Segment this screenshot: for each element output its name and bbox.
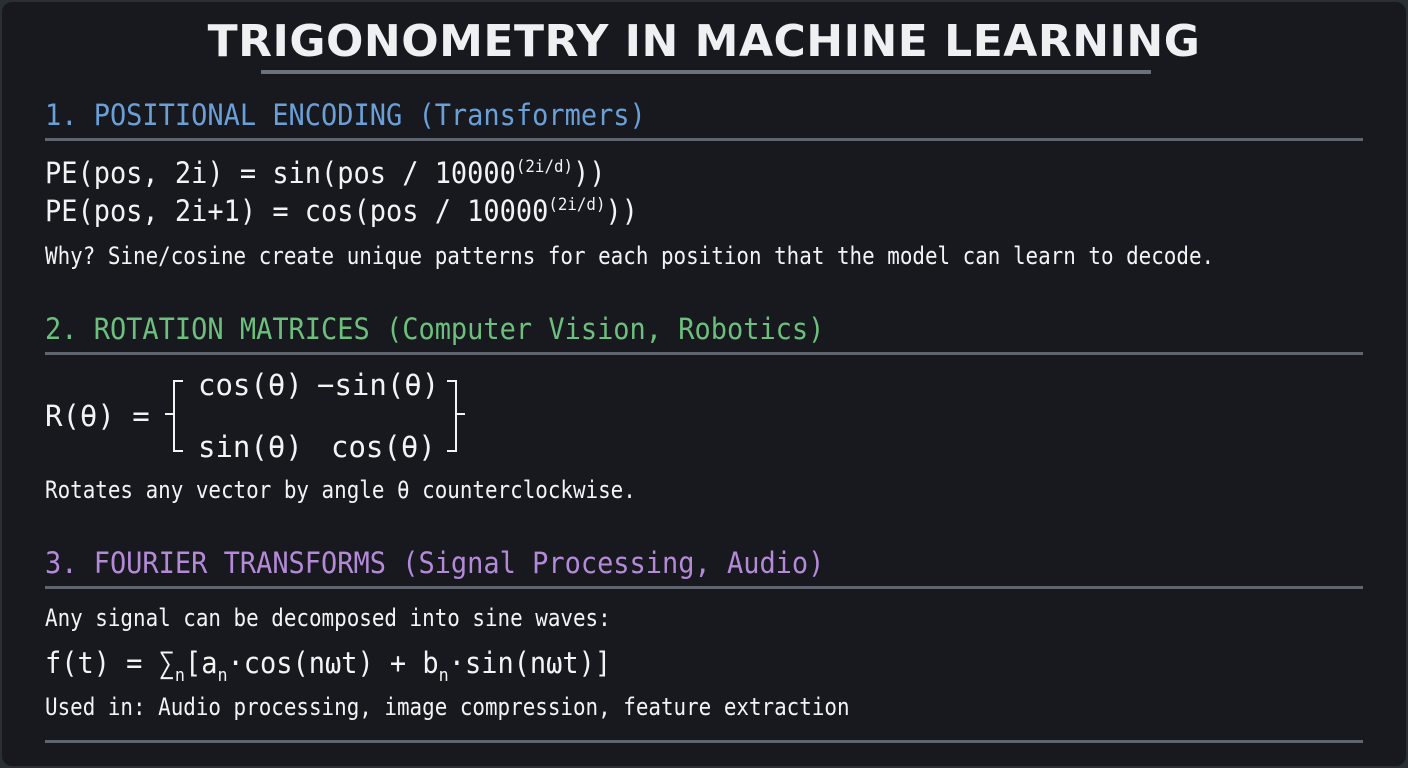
formula-text: )): [573, 156, 606, 190]
formula-subscript: n: [217, 665, 228, 686]
matrix-cell: cos(θ): [198, 368, 303, 402]
rotation-matrix: R(θ) = cos(θ) −sin(θ) sin(θ) cos(θ): [45, 368, 545, 468]
formula-pe-sin: PE(pos, 2i) = sin(pos / 10000(2i/d))): [45, 156, 605, 190]
formula-fourier-series: f(t) = ∑n[an·cos(nωt) + bn·sin(nωt)]: [45, 646, 612, 685]
formula-text: ·sin(nωt)]: [448, 646, 612, 680]
formula-text: )): [605, 194, 638, 228]
fourier-intro: Any signal can be decomposed into sine w…: [45, 604, 611, 632]
section-heading-positional-encoding: 1. POSITIONAL ENCODING (Transformers): [45, 98, 646, 132]
section-heading-fourier-transforms: 3. FOURIER TRANSFORMS (Signal Processing…: [45, 546, 825, 580]
section-divider: [45, 352, 1363, 355]
matrix-cell: sin(θ): [198, 430, 303, 464]
rotation-note: Rotates any vector by angle θ counterclo…: [45, 476, 636, 504]
fourier-note: Used in: Audio processing, image compres…: [45, 693, 850, 721]
title-underline: [261, 70, 1151, 74]
bottom-divider: [45, 740, 1363, 743]
matrix-cell: −sin(θ): [317, 368, 440, 402]
matrix-cell: cos(θ): [331, 430, 436, 464]
formula-text: ·cos(nωt) + b: [227, 646, 439, 680]
formula-pe-cos: PE(pos, 2i+1) = cos(pos / 10000(2i/d))): [45, 194, 638, 228]
left-bracket-icon: [165, 380, 183, 452]
formula-subscript: n: [438, 665, 449, 686]
page-title: TRIGONOMETRY IN MACHINE LEARNING: [207, 16, 1201, 67]
section-heading-rotation-matrices: 2. ROTATION MATRICES (Computer Vision, R…: [45, 312, 825, 346]
matrix-lhs: R(θ) =: [45, 399, 150, 433]
formula-text: [a: [184, 646, 218, 680]
section-divider: [45, 138, 1363, 141]
positional-encoding-note: Why? Sine/cosine create unique patterns …: [45, 242, 1215, 270]
formula-text: PE(pos, 2i+1) = cos(pos / 10000: [45, 194, 549, 228]
formula-subscript: n: [174, 665, 185, 686]
formula-exponent: (2i/d): [515, 157, 574, 177]
formula-exponent: (2i/d): [548, 195, 606, 215]
formula-text: PE(pos, 2i) = sin(pos / 10000: [45, 156, 516, 190]
section-divider: [45, 586, 1363, 589]
formula-text: f(t) = ∑: [45, 646, 175, 680]
right-bracket-icon: [447, 380, 465, 452]
